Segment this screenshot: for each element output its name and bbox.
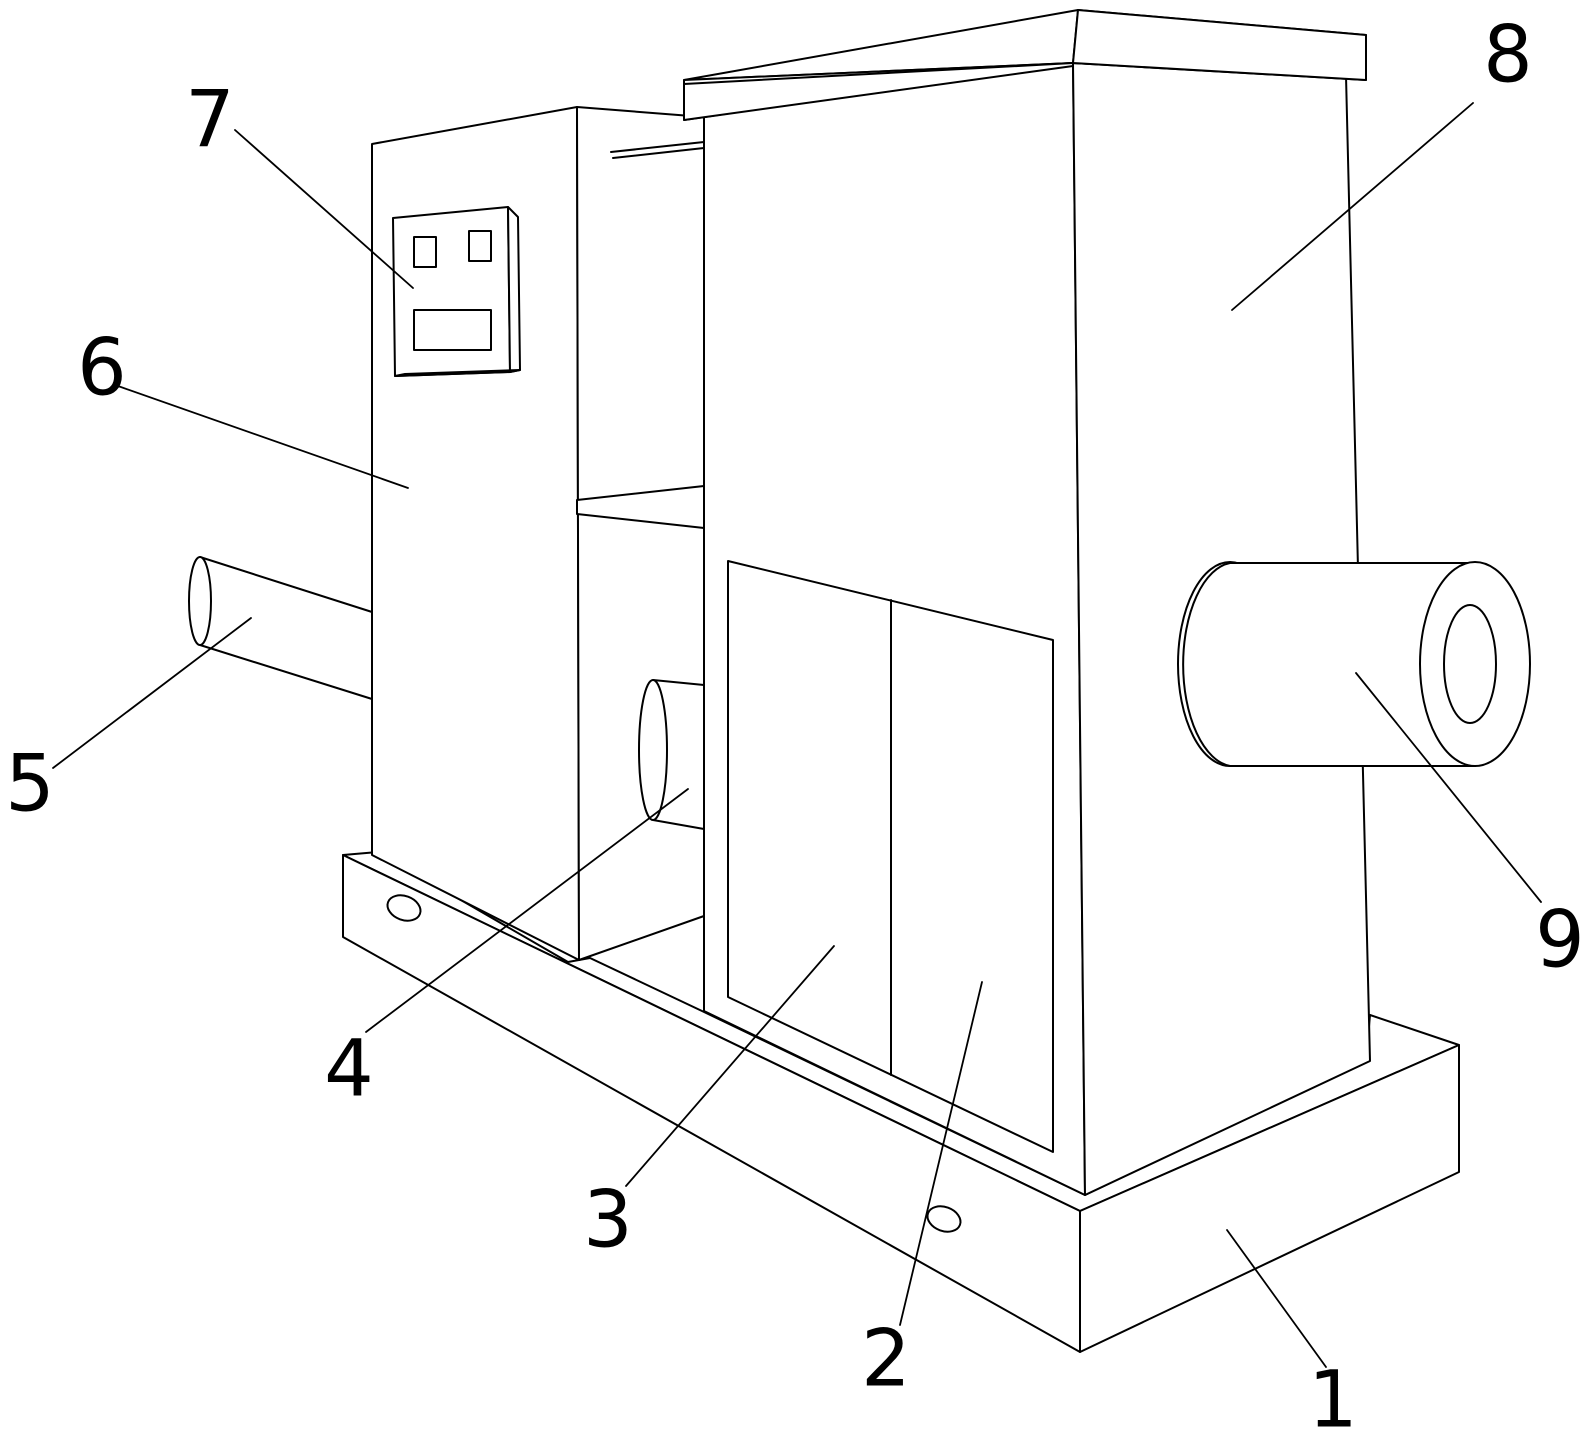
indicator-right <box>468 230 492 262</box>
callout-6: 6 <box>77 323 127 413</box>
callout-1: 1 <box>1308 1355 1358 1445</box>
inlet-pipe-body <box>199 556 373 700</box>
display-screen <box>413 309 492 351</box>
outlet-pipe-bore <box>1443 604 1497 724</box>
connecting-pipe <box>638 679 705 830</box>
base-plate <box>342 851 1460 1353</box>
outlet-pipe-back-arc <box>1182 562 1231 767</box>
leader-8 <box>1231 102 1474 311</box>
callout-7: 7 <box>185 75 235 165</box>
outlet-pipe <box>1177 561 1531 767</box>
control-panel <box>392 206 521 377</box>
callout-2: 2 <box>861 1314 911 1404</box>
rear-housing-slot <box>610 141 705 153</box>
mounting-hole-left <box>386 894 422 922</box>
leader-3 <box>625 945 835 1187</box>
mounting-hole-right <box>926 1205 962 1233</box>
callout-4: 4 <box>324 1024 374 1114</box>
callout-8: 8 <box>1483 10 1533 100</box>
inlet-pipe-end <box>188 556 212 646</box>
main-cabinet-lid-edge <box>683 62 1074 121</box>
leader-5 <box>52 617 252 769</box>
leader-2 <box>899 981 983 1326</box>
callout-9: 9 <box>1535 895 1585 985</box>
leader-6 <box>117 385 409 489</box>
base-plate-right-face <box>1079 1044 1460 1353</box>
callout-5: 5 <box>5 739 55 829</box>
leader-4 <box>365 788 689 1033</box>
outlet-pipe-body-front <box>1230 563 1475 766</box>
access-doors <box>727 560 1054 1153</box>
leader-9 <box>1355 672 1542 903</box>
control-panel-edge <box>507 206 521 373</box>
connecting-pipe-end <box>638 679 668 821</box>
rear-housing-slot-2 <box>612 147 705 159</box>
indicator-left <box>413 236 437 268</box>
leader-7 <box>234 129 414 289</box>
leader-lines <box>52 102 1542 1368</box>
inlet-pipe <box>188 556 373 700</box>
control-panel-edge-bottom <box>394 369 521 377</box>
main-cabinet-lid-side <box>1072 9 1367 81</box>
rear-housing-side <box>576 106 705 961</box>
callout-labels: 1 2 3 4 5 6 7 8 9 <box>5 10 1585 1445</box>
callout-3: 3 <box>583 1175 633 1265</box>
leader-1 <box>1226 1229 1327 1368</box>
